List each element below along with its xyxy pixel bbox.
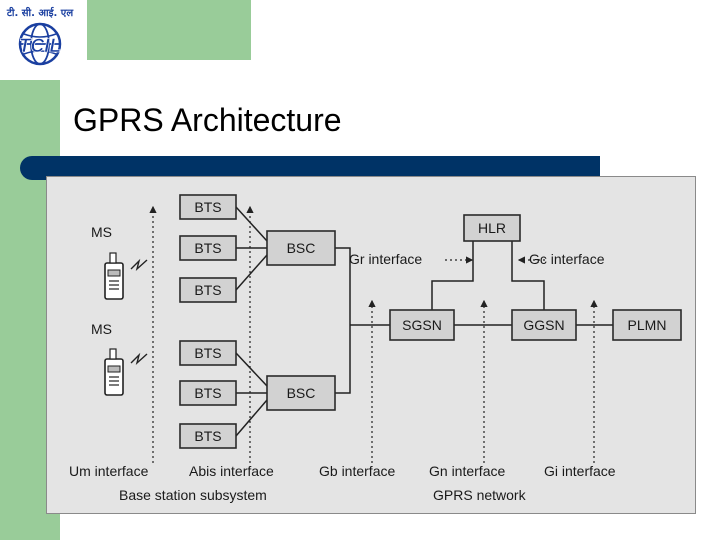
bts-box: BTS	[179, 380, 237, 406]
ms-label: MS	[91, 224, 112, 240]
mobile-phone-icon	[104, 348, 148, 396]
plmn-box: PLMN	[612, 309, 682, 341]
svg-text:BTS: BTS	[194, 199, 221, 215]
svg-text:PLMN: PLMN	[628, 317, 667, 333]
logo-text-tcil: TCIL	[19, 36, 61, 57]
svg-text:SGSN: SGSN	[402, 317, 442, 333]
svg-text:BTS: BTS	[194, 345, 221, 361]
hlr-box: HLR	[463, 214, 521, 242]
svg-text:BTS: BTS	[194, 282, 221, 298]
um-interface-label: Um interface	[69, 463, 149, 479]
top-accent-block	[87, 0, 251, 60]
svg-text:GGSN: GGSN	[523, 317, 564, 333]
bsc-box: BSC	[266, 375, 336, 411]
connection-lines	[235, 206, 613, 437]
bts-box: BTS	[179, 194, 237, 220]
svg-text:HLR: HLR	[478, 220, 506, 236]
bts-box: BTS	[179, 277, 237, 303]
bts-box: BTS	[179, 423, 237, 449]
bts-box: BTS	[179, 235, 237, 261]
bss-group-label: Base station subsystem	[119, 487, 267, 503]
gn-interface-label: Gn interface	[429, 463, 505, 479]
gprs-architecture-diagram: BTS BTS BTS BTS BTS BTS BSC BSC HLR SGSN…	[46, 176, 696, 514]
gc-interface-label: Gc interface	[529, 251, 605, 267]
interface-dotted-lines	[149, 205, 598, 463]
svg-text:BTS: BTS	[194, 385, 221, 401]
ms-label: MS	[91, 321, 112, 337]
sgsn-box: SGSN	[389, 309, 455, 341]
ggsn-box: GGSN	[511, 309, 577, 341]
svg-text:BTS: BTS	[194, 240, 221, 256]
abis-interface-label: Abis interface	[189, 463, 274, 479]
bsc-box: BSC	[266, 230, 336, 266]
gb-interface-label: Gb interface	[319, 463, 395, 479]
mobile-phone-icon	[104, 252, 148, 300]
svg-text:BSC: BSC	[287, 240, 316, 256]
gr-interface-label: Gr interface	[349, 251, 422, 267]
tcil-logo: टी. सी. आई. एल TCIL	[6, 6, 74, 66]
svg-text:BTS: BTS	[194, 428, 221, 444]
slide-title: GPRS Architecture	[73, 102, 342, 138]
gi-interface-label: Gi interface	[544, 463, 616, 479]
bts-box: BTS	[179, 340, 237, 366]
logo-text-top: टी. सी. आई. एल	[6, 6, 74, 19]
gprs-group-label: GPRS network	[433, 487, 527, 503]
svg-text:BSC: BSC	[287, 385, 316, 401]
